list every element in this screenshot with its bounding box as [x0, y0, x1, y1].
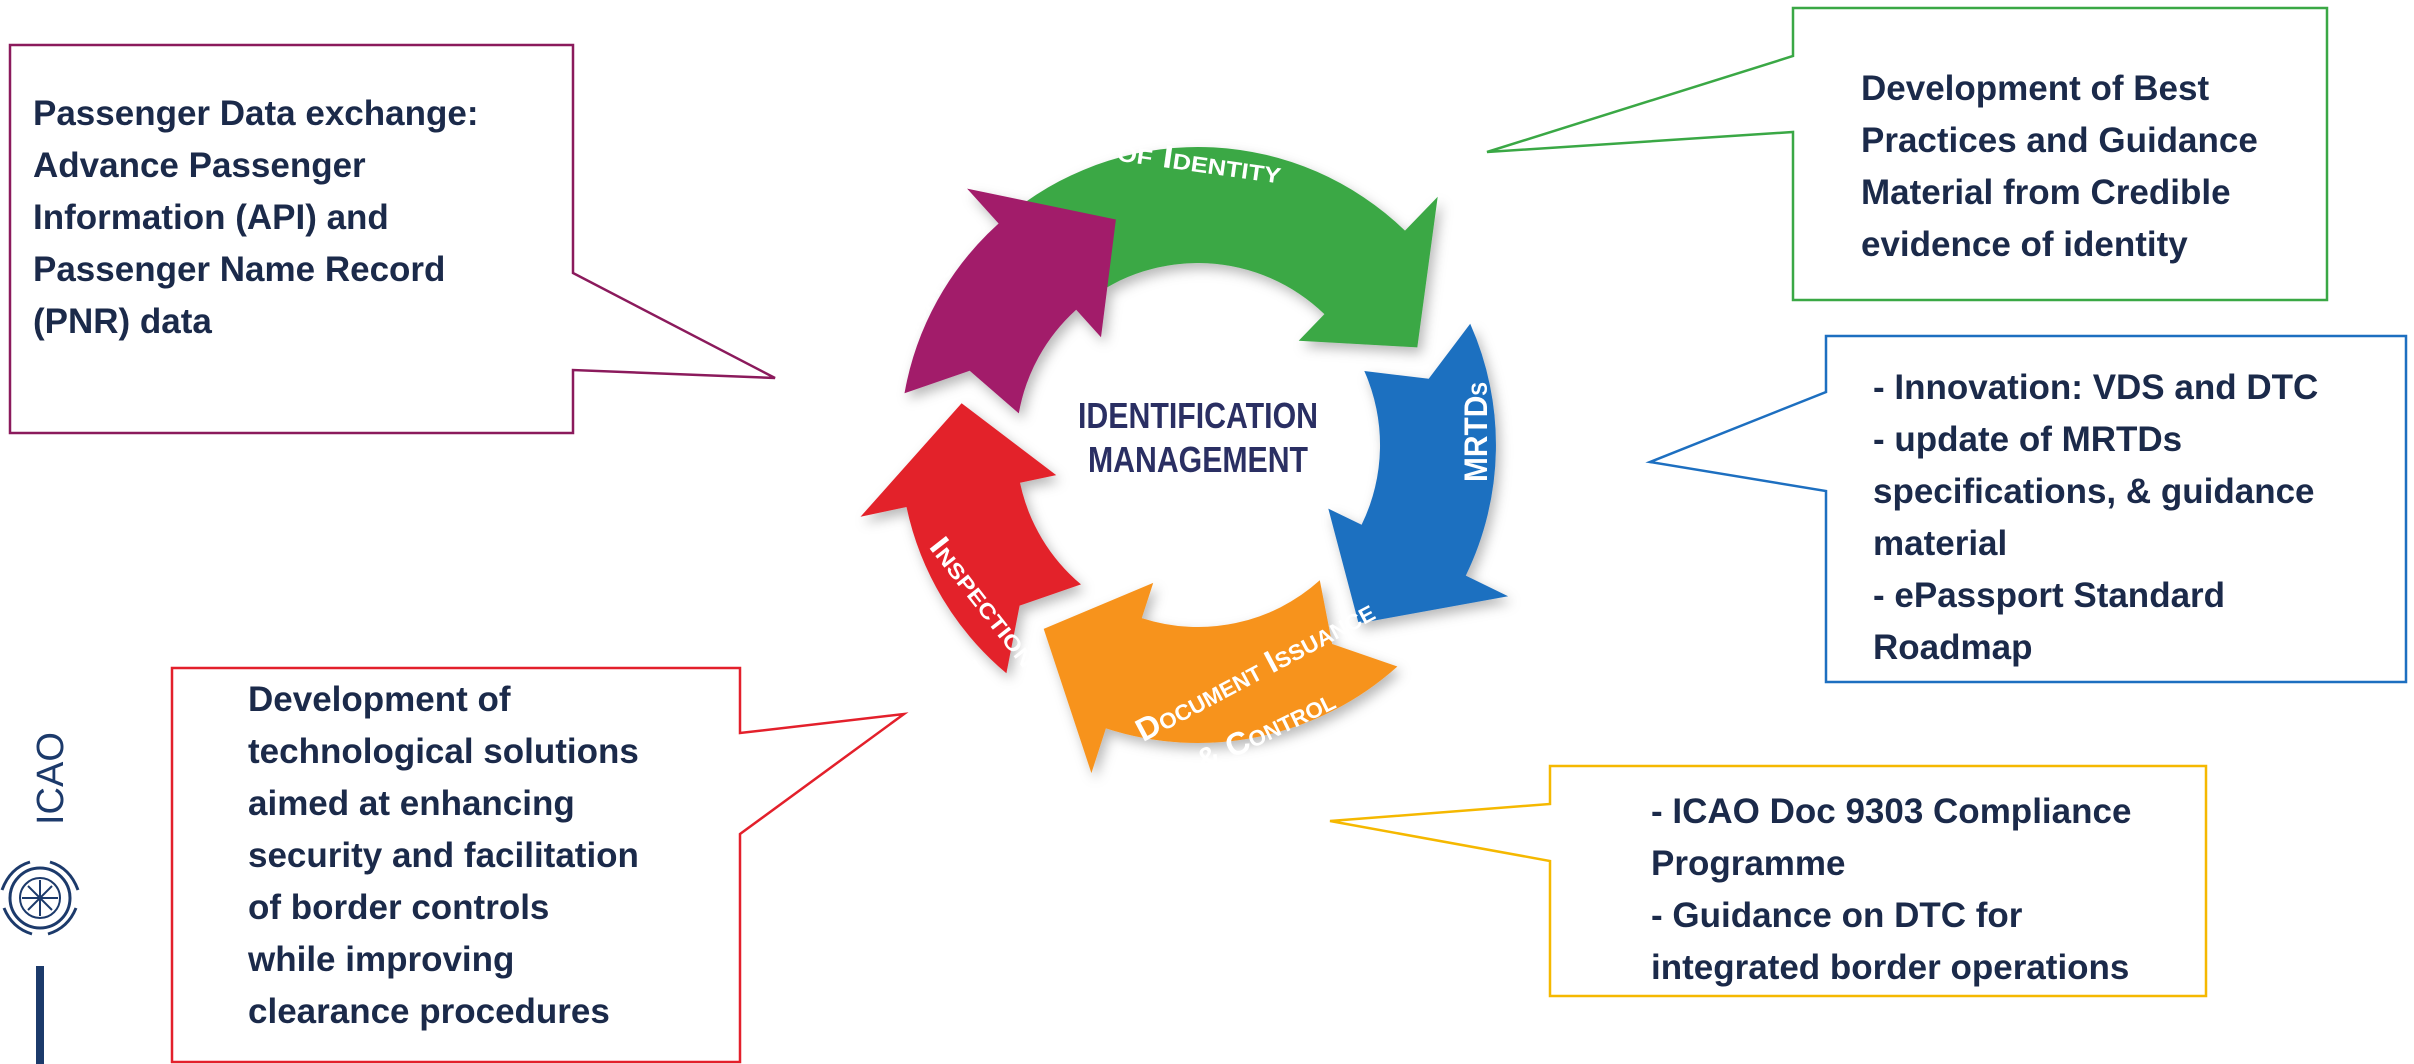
label-mrtds: MRTDs: [1458, 382, 1494, 482]
callout-document-box: [1329, 764, 2208, 998]
callout-interoperable-text: Passenger Data exchange: Advance Passeng…: [33, 94, 479, 341]
arrow-document: [1043, 580, 1398, 774]
callout-inspection-box: [170, 666, 909, 1064]
center-label-line2: MANAGEMENT: [1088, 439, 1308, 480]
callout-evidence-text: Development of Best Practices and Guidan…: [1861, 69, 2258, 264]
label-evidence-line1: Evidence: [1117, 81, 1255, 133]
callout-evidence-box: [1486, 6, 2329, 302]
arrow-mrtds: [1328, 323, 1509, 624]
arrow-inspection: [860, 403, 1081, 674]
callout-document-text: - ICAO Doc 9303 Compliance Programme - G…: [1651, 792, 2132, 987]
cycle-diagram: [860, 146, 1509, 774]
arrow-evidence: [1014, 146, 1438, 348]
center-label-line1: IDENTIFICATION: [1078, 395, 1318, 436]
callout-mrtds-text: - Innovation: VDS and DTC - update of MR…: [1873, 368, 2319, 667]
icao-logo: ICAO: [0, 732, 80, 1064]
arrow-interoperable: [904, 188, 1116, 414]
icao-logo-text: ICAO: [30, 732, 72, 825]
callout-mrtds-box: [1645, 334, 2408, 684]
icao-logo-bar: [36, 966, 44, 1064]
icao-emblem-icon: [0, 860, 80, 936]
callout-interoperable-box: [8, 43, 776, 435]
callout-inspection-text: Development of technological solutions a…: [248, 680, 639, 1031]
